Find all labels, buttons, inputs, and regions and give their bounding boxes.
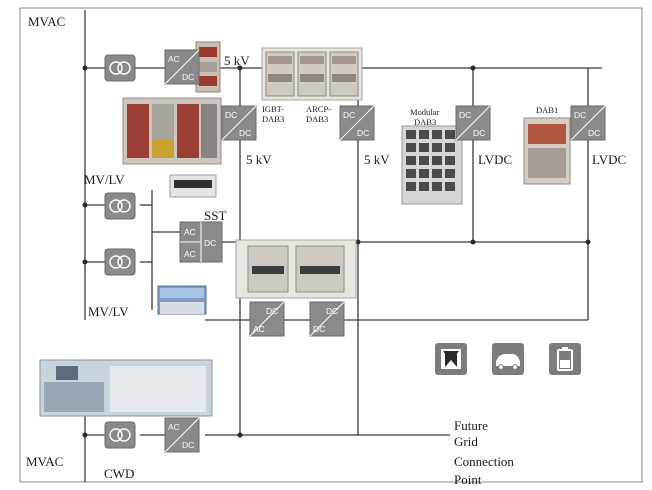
svg-text:DC: DC (266, 306, 278, 316)
svg-text:DC: DC (313, 324, 325, 334)
svg-text:DC: DC (574, 110, 586, 120)
converter-dcdc-5kv-left: DC DC (222, 106, 256, 140)
transformer-top-icon (105, 55, 135, 81)
label-5kv-mid-left: 5 kV (246, 152, 272, 167)
label-lvdc-right: LVDC (592, 152, 626, 167)
label-arcp-1: ARCP- (306, 104, 331, 114)
photo-mvac-cabinet (196, 42, 220, 92)
label-modular-1: Modular (410, 107, 439, 117)
transformer-cwd-icon (105, 422, 135, 448)
converter-acdc-cwd: AC DC (165, 418, 199, 452)
building-meter-icon (435, 343, 467, 375)
svg-text:DC: DC (204, 238, 216, 248)
svg-text:AC: AC (168, 54, 180, 64)
converter-dcdc-dab1: DC DC (571, 106, 605, 140)
label-mvac-top: MVAC (28, 14, 65, 29)
photo-lv-unit (170, 175, 216, 197)
photo-modular-dab3 (402, 126, 462, 204)
label-igbt-2: DAB3 (262, 114, 284, 124)
battery-icon (549, 343, 581, 375)
svg-text:AC: AC (184, 227, 196, 237)
label-future-1: Future (454, 418, 488, 433)
converter-dcdc-5kv-right: DC DC (340, 106, 374, 140)
transformer-mvlv-lower-icon (105, 249, 135, 275)
photo-cwd-lab (40, 360, 212, 416)
label-igbt-1: IGBT- (262, 104, 284, 114)
photo-dc-lab-cabinet (236, 240, 356, 298)
svg-text:DC: DC (225, 110, 237, 120)
svg-text:DC: DC (326, 306, 338, 316)
label-mvlv-bottom: MV/LV (88, 304, 129, 319)
svg-text:DC: DC (182, 440, 194, 450)
label-mvac-bottom: MVAC (26, 454, 63, 469)
converter-dcdc-bottom: DC DC (310, 302, 344, 336)
svg-text:DC: DC (588, 128, 600, 138)
converter-dcac-bottom: DC AC (250, 302, 284, 336)
label-future-2: Grid (454, 434, 478, 449)
label-cwd: CWD (104, 466, 134, 481)
label-5kv-top: 5 kV (224, 53, 250, 68)
label-lvdc-left: LVDC (478, 152, 512, 167)
svg-text:DC: DC (239, 128, 251, 138)
svg-text:AC: AC (253, 324, 265, 334)
electric-car-icon (492, 343, 524, 375)
converter-acdc-top: AC DC (165, 50, 199, 84)
svg-text:DC: DC (473, 128, 485, 138)
label-arcp-2: DAB3 (306, 114, 328, 124)
transformer-mvlv-upper-icon (105, 193, 135, 219)
photo-dab3-cabinets (262, 48, 362, 100)
label-future-3: Connection (454, 454, 514, 469)
label-modular-2: DAB3 (414, 117, 436, 127)
label-dab1: DAB1 (536, 105, 558, 115)
label-future-4: Point (454, 472, 482, 487)
svg-text:DC: DC (343, 110, 355, 120)
label-mvlv-top: MV/LV (84, 172, 125, 187)
label-5kv-mid-right: 5 kV (364, 152, 390, 167)
photo-mv-equipment-room (123, 98, 221, 164)
svg-text:DC: DC (182, 72, 194, 82)
label-sst: SST (204, 208, 226, 223)
svg-text:DC: DC (459, 110, 471, 120)
photo-building (158, 286, 206, 314)
converter-dcdc-modular: DC DC (456, 106, 490, 140)
svg-text:DC: DC (357, 128, 369, 138)
svg-text:AC: AC (184, 249, 196, 259)
svg-text:AC: AC (168, 422, 180, 432)
converter-sst: AC AC DC (180, 222, 222, 262)
photo-dab1 (524, 118, 570, 184)
